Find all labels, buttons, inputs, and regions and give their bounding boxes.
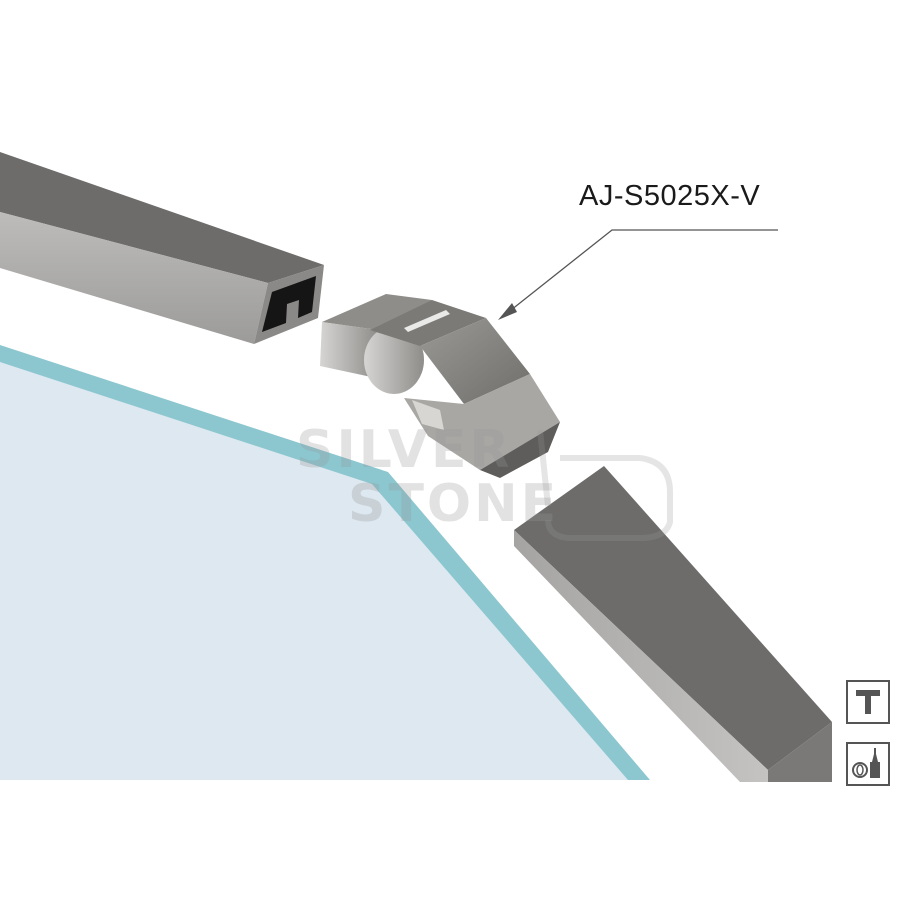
connector-left-insert-top (322, 294, 432, 330)
glue-tube-icon (846, 742, 890, 786)
watermark-logo (537, 429, 673, 541)
glass-face (0, 362, 628, 780)
connector-slot (404, 310, 450, 332)
connector-left-insert-side (320, 322, 378, 378)
connector-arm-end (480, 422, 560, 478)
leader-arrow (498, 229, 778, 320)
lower-rail-side (514, 530, 768, 782)
part-code-label: AJ-S5025X-V (579, 180, 761, 212)
upper-rail-channel-opening (262, 276, 316, 332)
watermark-text-line1: SILVER (296, 420, 513, 480)
watermark-text-line2: STONE (348, 474, 560, 534)
upper-rail-side (0, 212, 268, 344)
t-handle-tool-icon (846, 680, 890, 724)
lower-rail-side-shade (768, 722, 832, 782)
connector-hinge (364, 326, 424, 394)
connector-arm-side (404, 374, 560, 470)
leader-arrowhead (498, 303, 517, 320)
connector-arm-highlight (412, 400, 444, 430)
watermark-logo-shape (537, 429, 673, 541)
angle-connector (320, 294, 560, 478)
lower-rail-tube (514, 466, 832, 782)
upper-rail-tube (0, 152, 324, 344)
glass-panel (0, 345, 650, 780)
leader-line (505, 229, 778, 315)
upper-rail-top (0, 152, 324, 283)
connector-arm-top (420, 318, 530, 404)
lower-rail-top (514, 466, 832, 770)
